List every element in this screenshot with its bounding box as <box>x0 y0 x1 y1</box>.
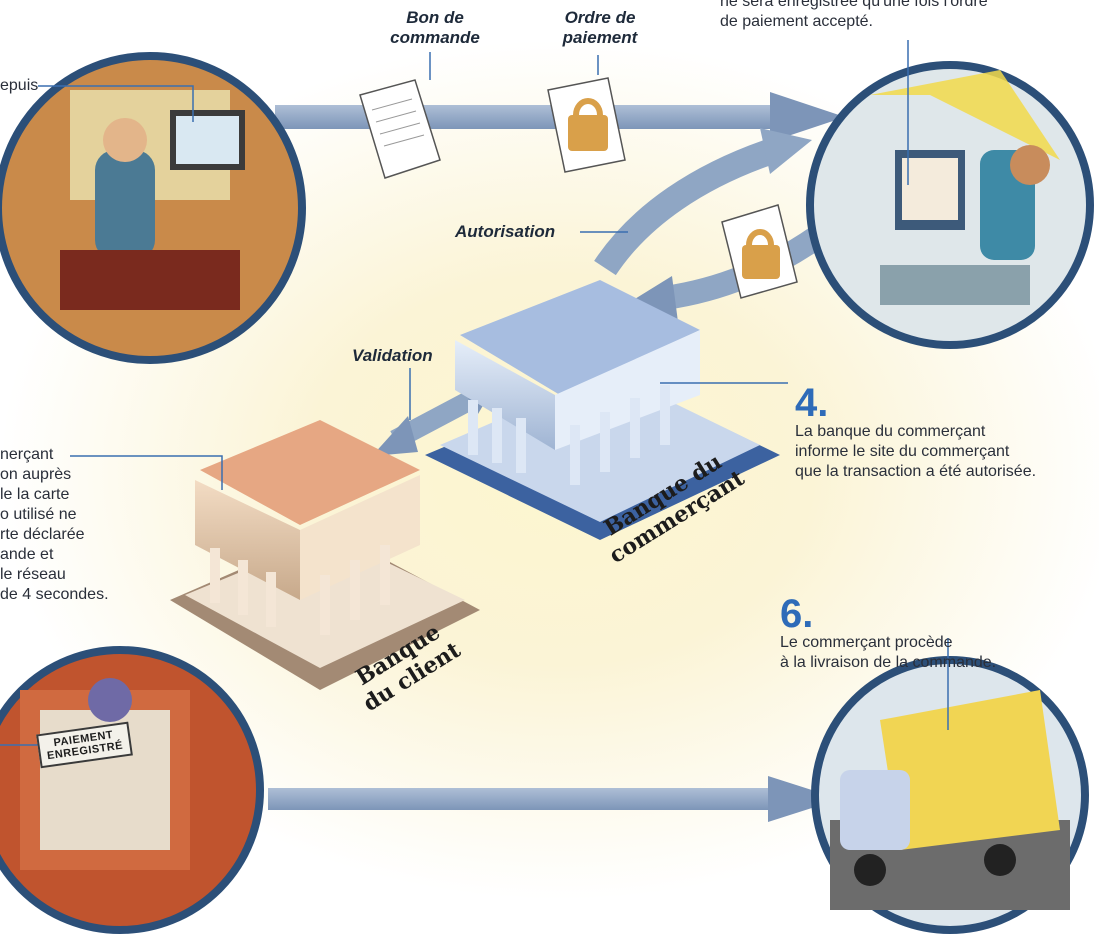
top-right-description: ne sera enregistrée qu'une fois l'ordre … <box>720 0 988 30</box>
leader-lines <box>0 40 949 746</box>
step-4: 4. La banque du commerçant informe le si… <box>795 365 1095 482</box>
bottom-flow-arrow <box>268 776 840 822</box>
step-6: 6. Le commerçant procède à la livraison … <box>780 576 1060 673</box>
delivery-circle <box>811 656 1089 934</box>
step-4-number: 4 <box>795 381 818 425</box>
merchant-bank-building <box>425 280 780 540</box>
authorisation-arrow <box>594 128 812 276</box>
step-4-dot: . <box>817 381 829 425</box>
top-flow-arrow <box>275 92 845 142</box>
purchase-order-label: Bon de commande <box>390 8 480 47</box>
step-4-text: La banque du commerçant informe le site … <box>795 423 1037 480</box>
payment-circle <box>0 646 264 934</box>
step-6-number: 6 <box>780 592 803 636</box>
payment-order-label: Ordre de paiement <box>562 8 638 47</box>
authorisation-lock-icon <box>721 204 798 299</box>
step-6-dot: . <box>802 592 814 636</box>
authorisation-label: Autorisation <box>455 222 556 241</box>
purchase-order-document-icon <box>359 79 441 179</box>
customer-circle <box>0 52 306 364</box>
step-6-text: Le commerçant procède à la livraison de … <box>780 634 997 671</box>
client-bank-building <box>170 420 480 690</box>
payment-order-lock-icon <box>547 77 626 173</box>
top-left-description: epuis <box>0 77 39 94</box>
merchant-site-circle <box>806 61 1094 349</box>
validation-label: Validation <box>352 346 433 365</box>
left-description: nerçant on auprès le la carte o utilisé … <box>0 446 109 603</box>
